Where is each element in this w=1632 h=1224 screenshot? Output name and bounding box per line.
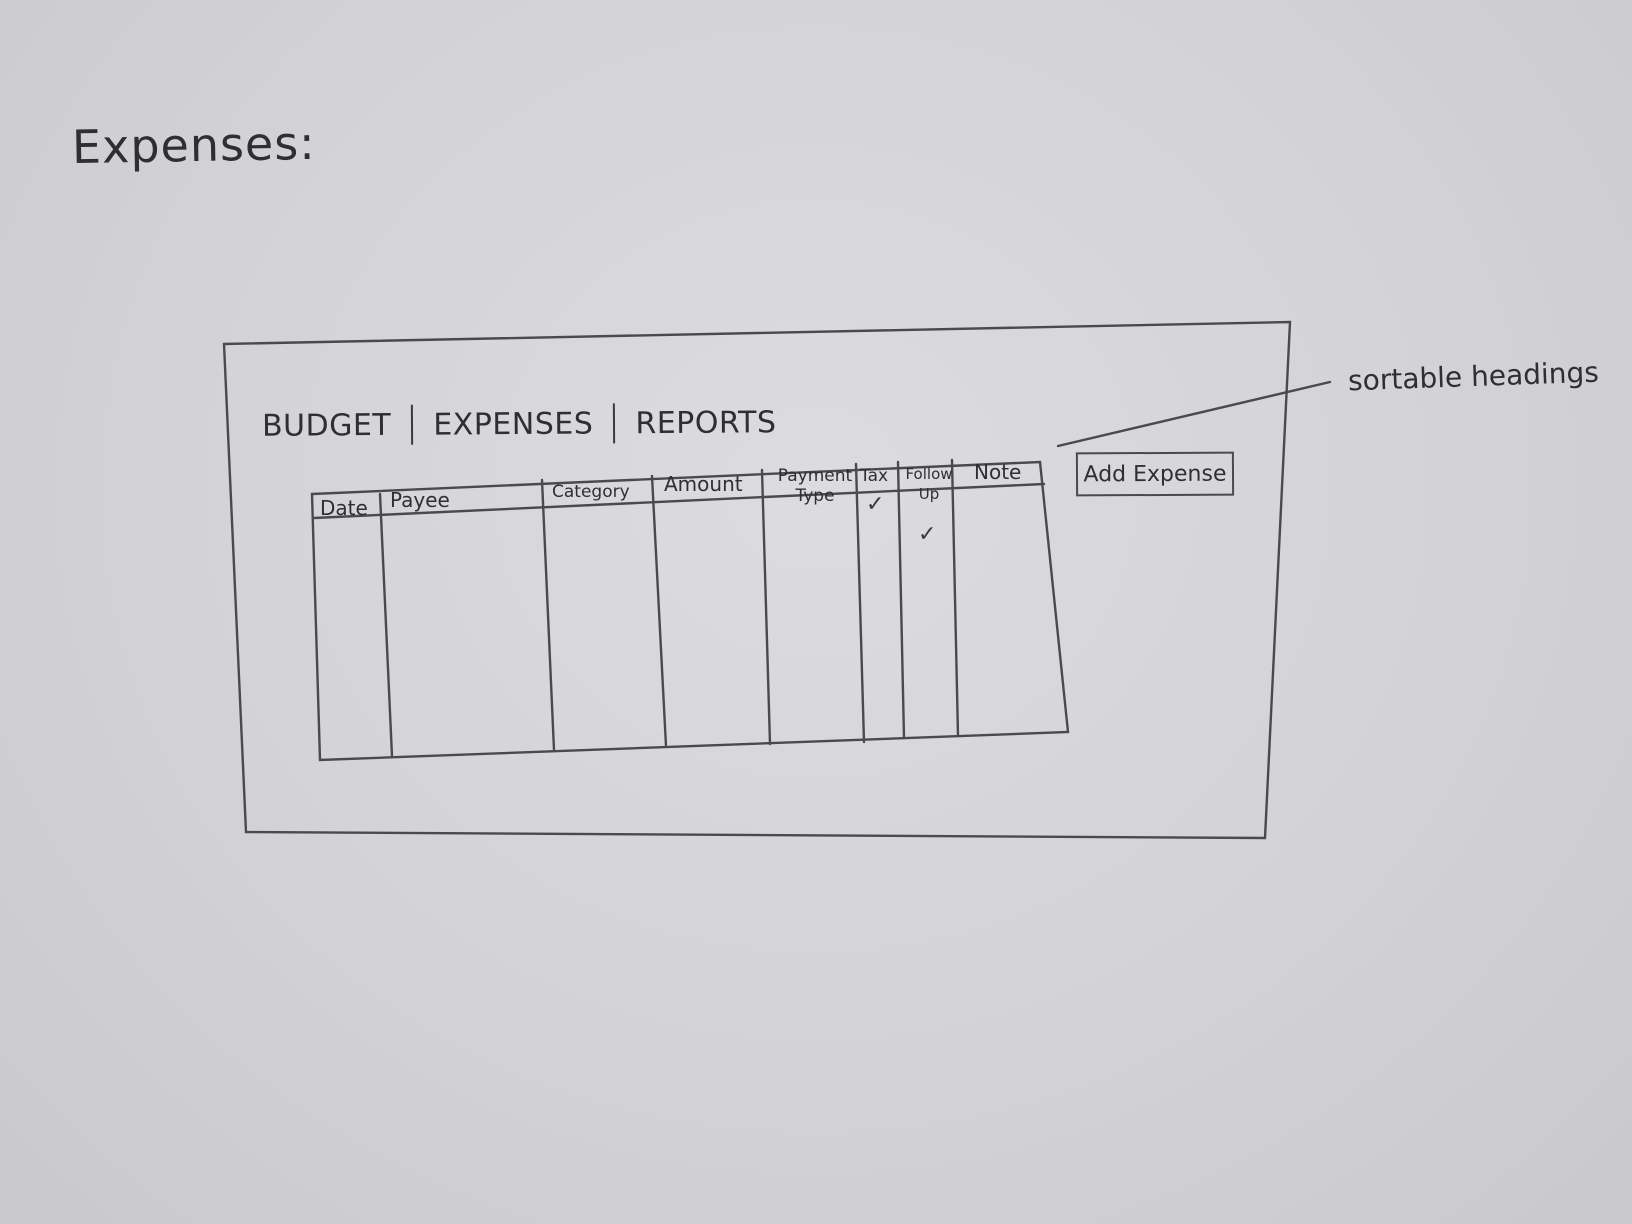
follow-up-checkbox-icon[interactable]: ✓ xyxy=(918,522,937,547)
column-header-payment-type[interactable]: Payment Type xyxy=(777,466,853,506)
add-expense-button[interactable]: Add Expense xyxy=(1075,451,1235,497)
main-nav: BUDGET EXPENSES REPORTS xyxy=(262,402,777,446)
column-header-category[interactable]: Category xyxy=(552,482,630,502)
column-header-follow-up[interactable]: Follow Up xyxy=(905,465,953,503)
column-header-date[interactable]: Date xyxy=(320,496,368,520)
column-header-tax[interactable]: Tax xyxy=(860,466,889,486)
table-header-divider xyxy=(312,482,1046,520)
column-divider xyxy=(896,460,906,740)
column-header-amount[interactable]: Amount xyxy=(664,472,743,496)
nav-separator xyxy=(411,404,414,445)
column-header-note[interactable]: Note xyxy=(974,460,1022,484)
tab-budget[interactable]: BUDGET xyxy=(261,407,392,444)
column-divider xyxy=(950,458,960,738)
tab-reports[interactable]: REPORTS xyxy=(635,404,777,441)
tax-checkbox-icon[interactable]: ✓ xyxy=(866,492,885,517)
column-header-payee[interactable]: Payee xyxy=(390,488,450,512)
column-divider xyxy=(650,474,668,748)
column-divider xyxy=(378,492,394,758)
tab-expenses[interactable]: EXPENSES xyxy=(433,405,594,443)
column-divider xyxy=(854,462,866,744)
nav-separator xyxy=(613,403,616,444)
annotation-pointer xyxy=(1056,380,1332,448)
column-divider xyxy=(540,478,556,752)
table-border xyxy=(310,460,1070,762)
column-divider xyxy=(760,468,772,746)
window-frame xyxy=(222,320,1292,840)
